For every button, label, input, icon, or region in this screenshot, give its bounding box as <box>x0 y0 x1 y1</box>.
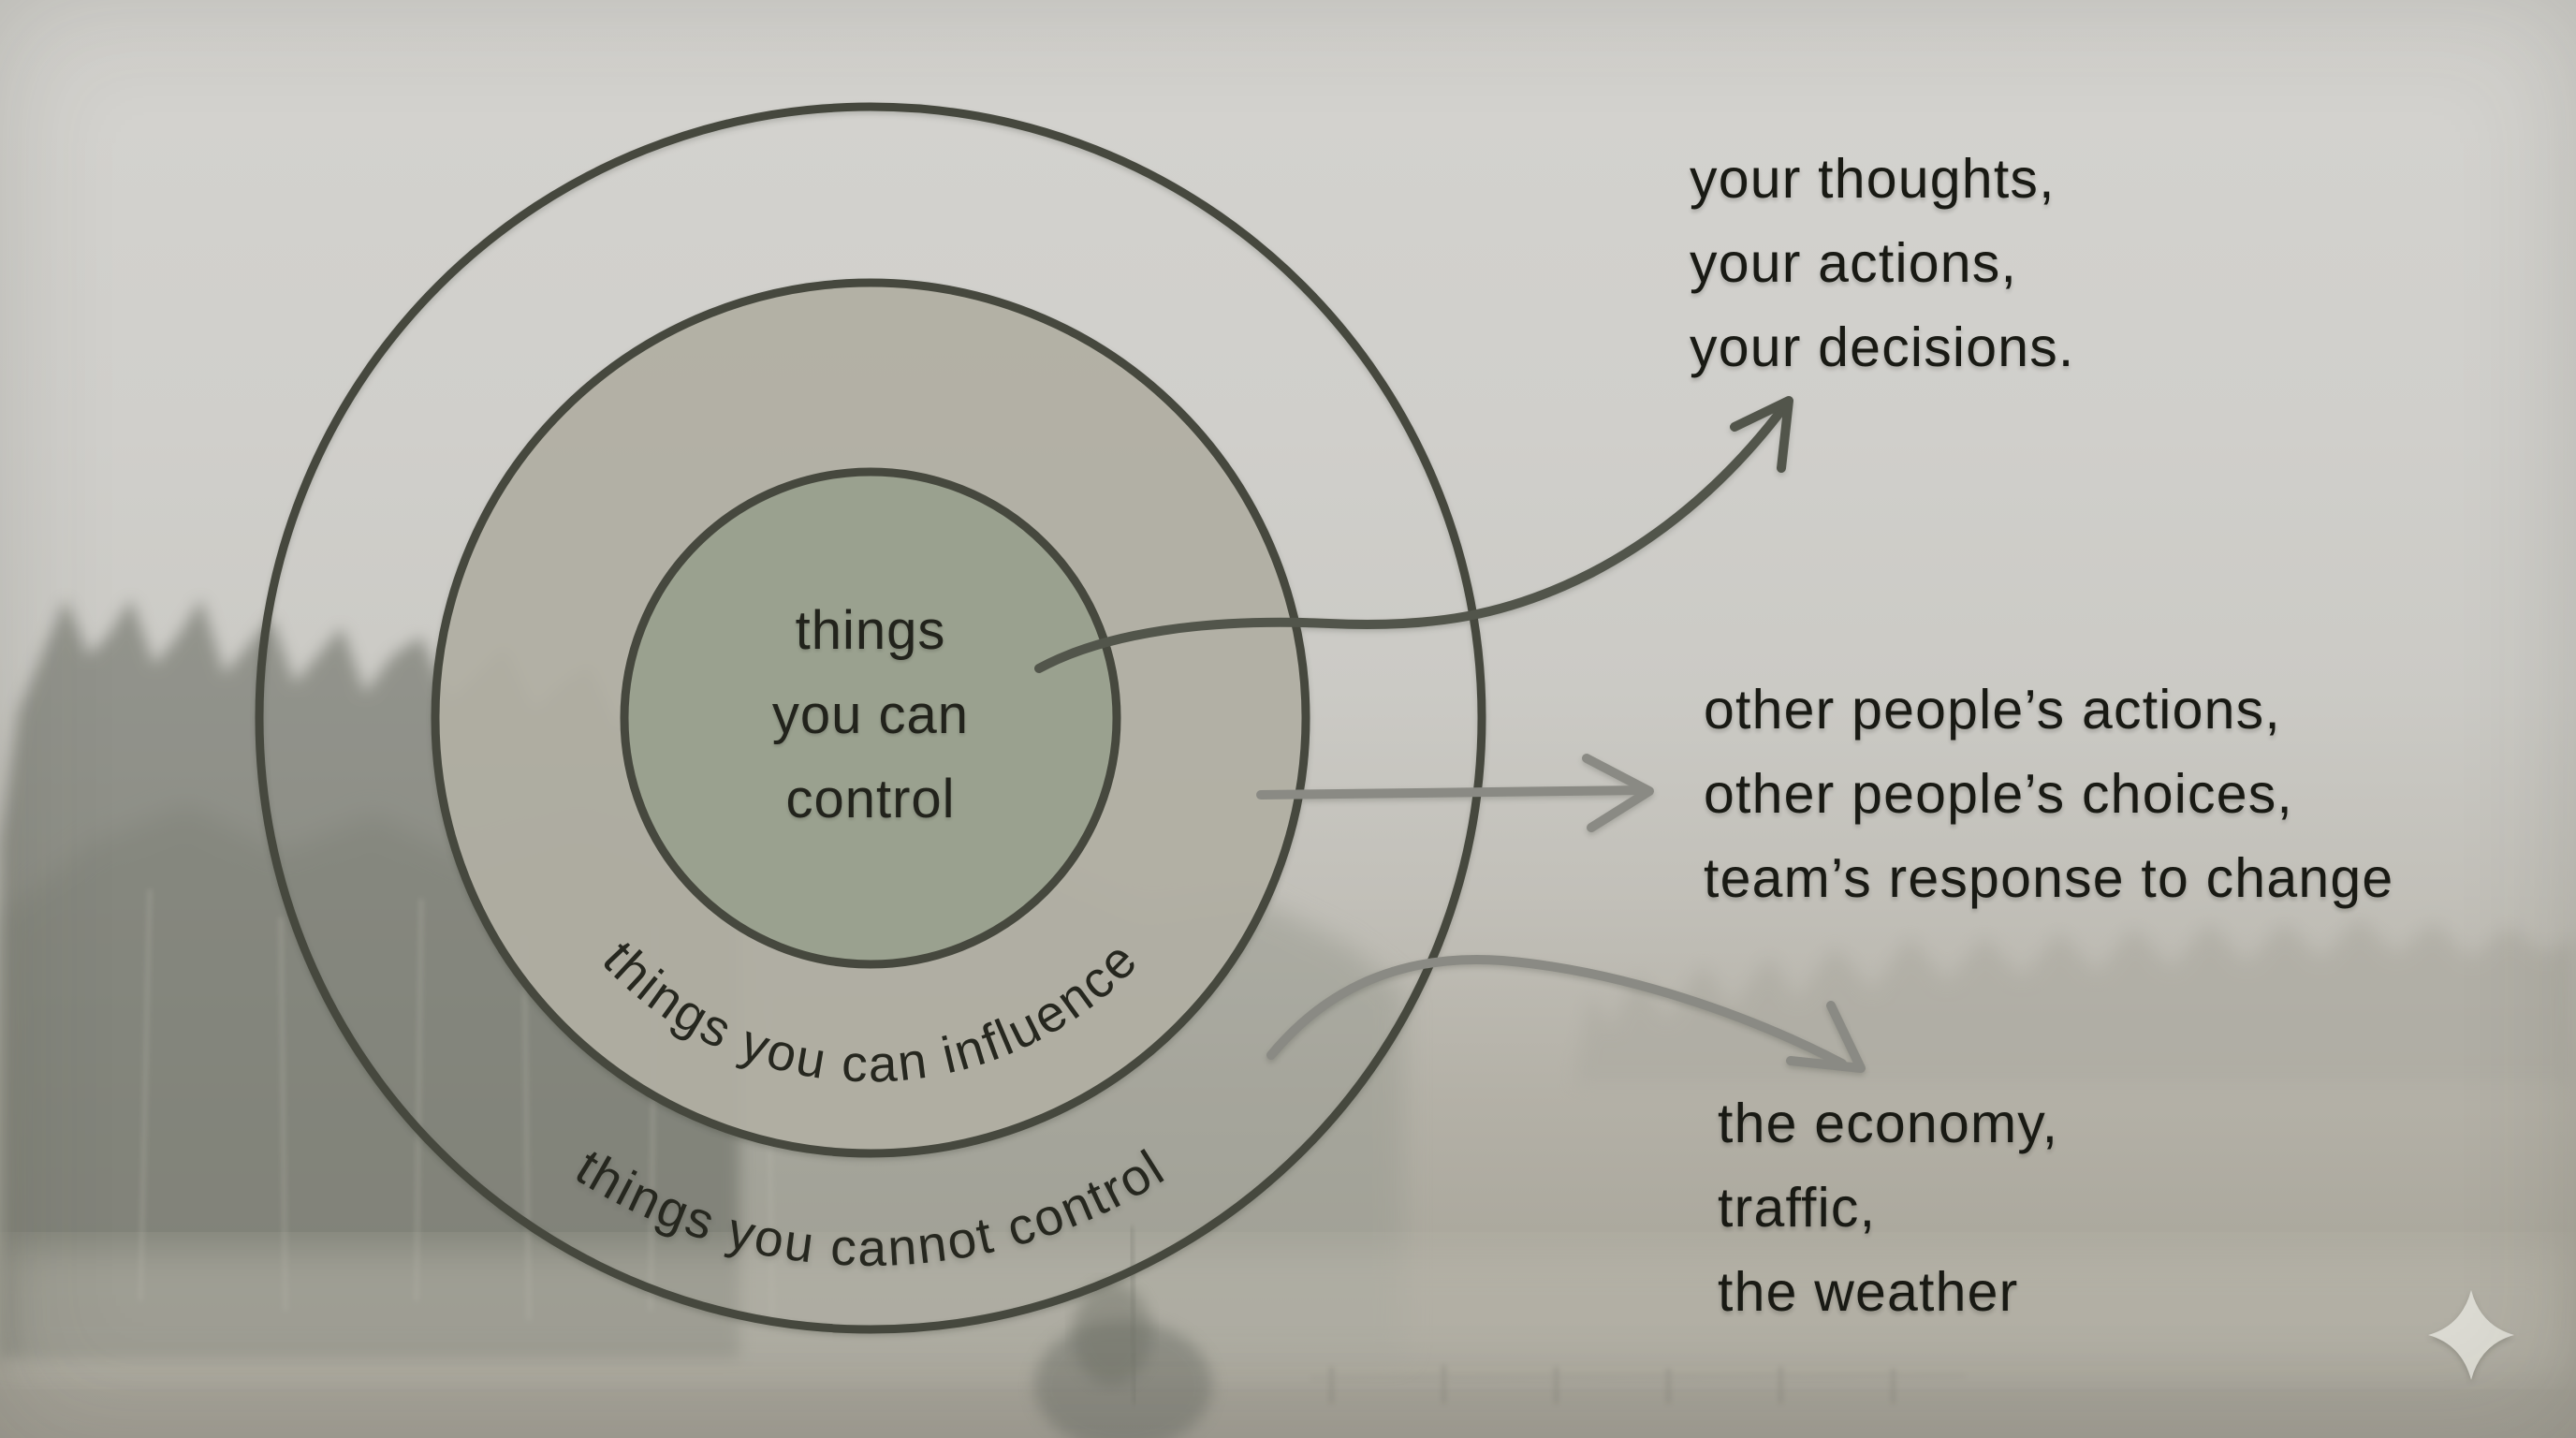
note-line: the economy, <box>1718 1093 2059 1154</box>
fog-band <box>0 1245 2576 1376</box>
note-line: team’s response to change <box>1704 847 2394 909</box>
cannot-control-examples-note: the economy, traffic, the weather <box>1718 1081 2058 1334</box>
inner-circle-label: things you can control <box>655 589 1086 842</box>
note-line: other people’s actions, <box>1704 679 2281 741</box>
note-line: your thoughts, <box>1690 148 2056 210</box>
arrow-to-influence-examples <box>1256 754 1654 832</box>
control-examples-note: your thoughts, your actions, your decisi… <box>1690 137 2075 389</box>
influence-examples-note: other people’s actions, other people’s c… <box>1704 668 2393 920</box>
inner-circle-label-line: things <box>795 600 946 661</box>
inner-circle-label-line: control <box>785 769 956 829</box>
note-line: your decisions. <box>1690 316 2075 378</box>
outer-circle <box>255 102 1486 1334</box>
shrub-silhouette <box>1034 1225 1212 1438</box>
inner-circle-label-line: you can <box>771 684 970 745</box>
right-treeline-silhouette <box>1573 917 2576 1086</box>
fence-posts <box>1310 1365 1967 1404</box>
note-line: traffic, <box>1718 1177 1877 1239</box>
note-line: the weather <box>1718 1261 2019 1323</box>
sparkle-icon <box>2428 1290 2514 1380</box>
inner-circle <box>620 467 1121 969</box>
note-line: your actions, <box>1690 232 2018 294</box>
arrow-to-cannot-control-examples <box>1266 955 1866 1073</box>
note-line: other people’s choices, <box>1704 763 2294 825</box>
arrow-to-control-examples <box>1034 396 1793 673</box>
